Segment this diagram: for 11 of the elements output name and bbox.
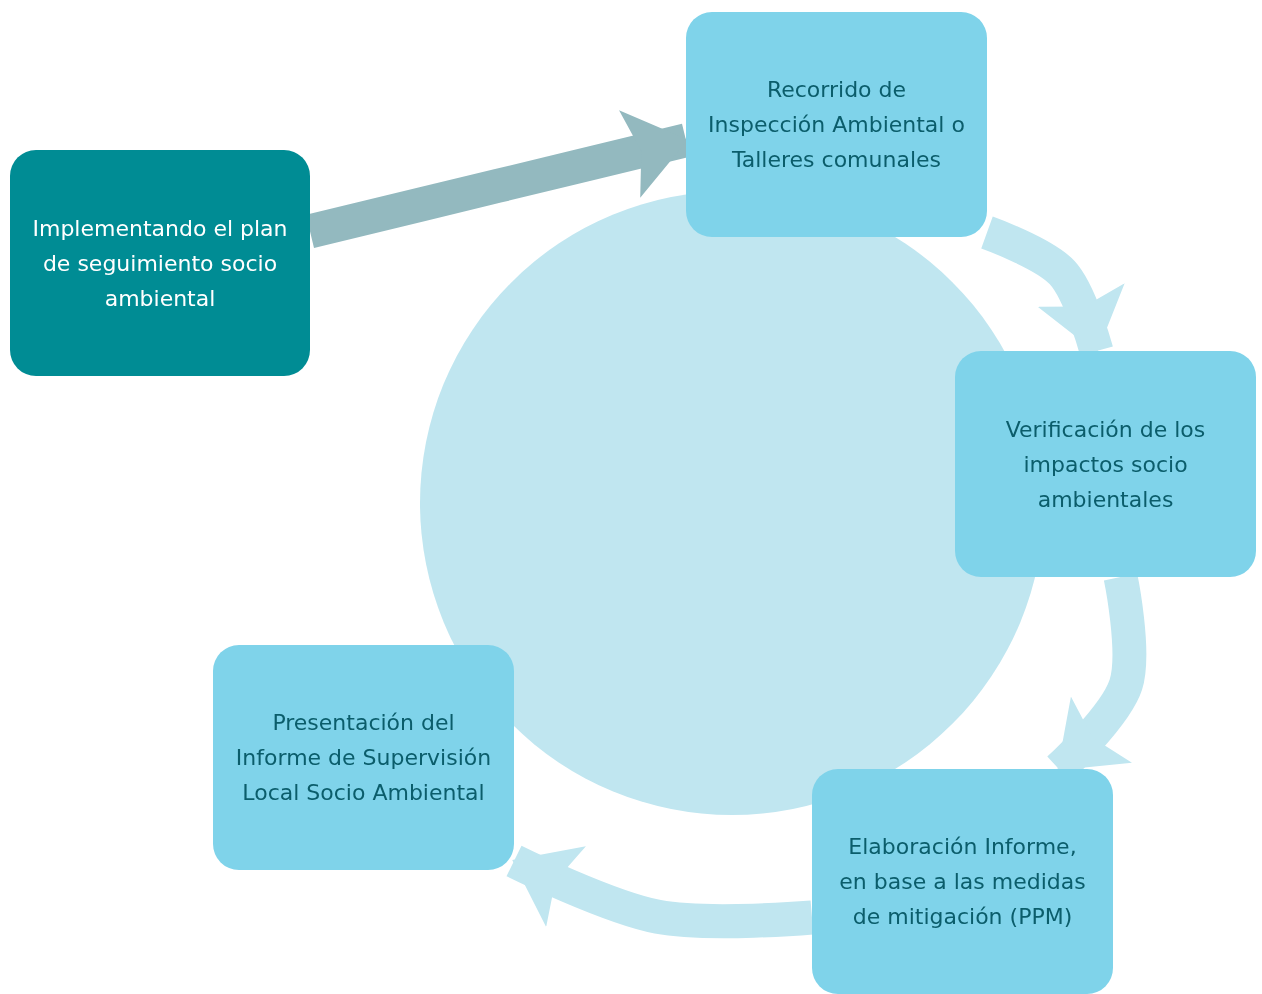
box-text: Elaboración Informe, en base a las medidas de mitigación (PPM) — [838, 833, 1087, 931]
process-box — [10, 150, 310, 376]
process-box — [686, 12, 987, 237]
box-text: Verificación de los impactos socio ambientales — [1004, 415, 1207, 514]
box-text: Presentación del Informe de Supervisión Local Socio Ambiental — [235, 709, 492, 807]
process-box — [812, 769, 1113, 994]
block-arrow — [506, 845, 814, 939]
box-text: Recorrido de Inspección Ambiental o Talleres comunales — [708, 76, 965, 174]
box-text: Implementando el plan de seguimiento socio ambiental — [32, 214, 288, 313]
process-box — [213, 645, 514, 870]
process-box — [955, 351, 1256, 577]
